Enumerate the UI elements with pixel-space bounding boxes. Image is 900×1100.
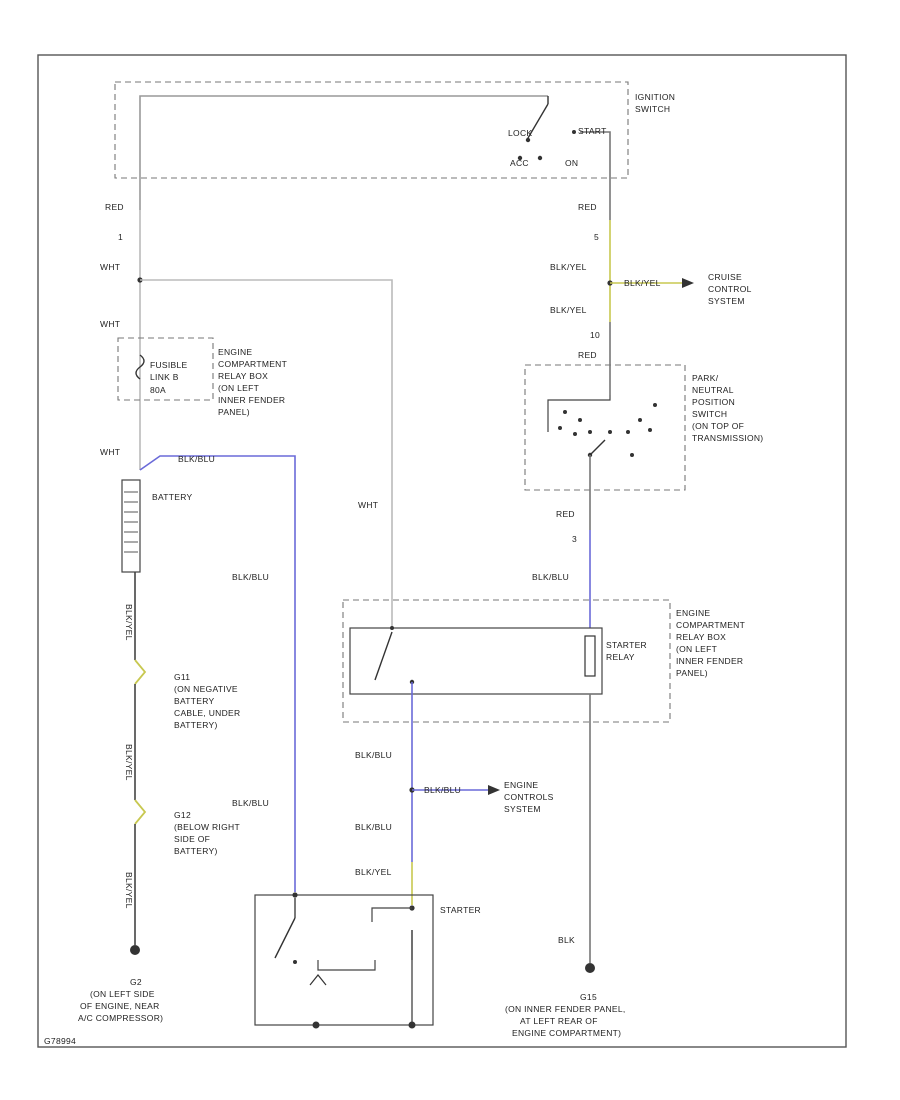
starter-relay-line2: RELAY bbox=[606, 652, 635, 662]
wire-label-blk-blu-s2: BLK/BLU bbox=[424, 785, 461, 795]
ecrb-top-line3: RELAY BOX bbox=[218, 371, 268, 381]
ignition-start-label: START bbox=[578, 126, 607, 136]
wire-label-blk-gnd: BLK bbox=[558, 935, 575, 945]
diagram-code: G78994 bbox=[44, 1036, 76, 1046]
pn-line5: (ON TOP OF bbox=[692, 421, 744, 431]
cruise-line3: SYSTEM bbox=[708, 296, 745, 306]
pn-line2: NEUTRAL bbox=[692, 385, 734, 395]
fusible-link: FUSIBLE LINK B 80A ENGINE COMPARTMENT RE… bbox=[117, 337, 287, 417]
starter: STARTER bbox=[254, 892, 481, 1029]
ecrb-top-line1: ENGINE bbox=[218, 347, 252, 357]
wire-label-wht-3: WHT bbox=[100, 447, 120, 457]
pin-label-5: 5 bbox=[594, 232, 599, 242]
pn-line4: SWITCH bbox=[692, 409, 727, 419]
wire-label-blk-ylw-g1: BLK/YEL bbox=[124, 604, 134, 641]
fusible-line3: 80A bbox=[150, 385, 166, 395]
pn-line3: POSITION bbox=[692, 397, 735, 407]
ecrb-mid-line1: ENGINE bbox=[676, 608, 710, 618]
wire-label-blk-blu-left: BLK/BLU bbox=[232, 572, 269, 582]
ecrb-mid-line3: RELAY BOX bbox=[676, 632, 726, 642]
cruise-line1: CRUISE bbox=[708, 272, 742, 282]
wire-label-red-right: RED bbox=[578, 202, 597, 212]
fusible-line1: FUSIBLE bbox=[150, 360, 188, 370]
g15-line1: (ON INNER FENDER PANEL, bbox=[505, 1004, 626, 1014]
wire-label-wht-2: WHT bbox=[100, 319, 120, 329]
g11-line1: (ON NEGATIVE bbox=[174, 684, 238, 694]
ecrb-top-line6: PANEL) bbox=[218, 407, 250, 417]
ignition-lock-label: LOCK bbox=[508, 128, 532, 138]
wire-label-blk-blu-batt: BLK/BLU bbox=[178, 454, 215, 464]
fusible-line2: LINK B bbox=[150, 372, 179, 382]
g12-name: G12 bbox=[174, 810, 191, 820]
wire-label-blk-blu-s3: BLK/BLU bbox=[355, 822, 392, 832]
wire-label-blk-blu-pn: BLK/BLU bbox=[532, 572, 569, 582]
starter-relay: STARTER RELAY ENGINE COMPARTMENT RELAY B… bbox=[342, 500, 745, 723]
ignition-switch: LOCK START ACC ON IGNITION SWITCH bbox=[114, 81, 675, 210]
wire-label-blk-blu-s4: BLK/BLU bbox=[232, 798, 269, 808]
wire-label-blk-yel-s: BLK/YEL bbox=[355, 867, 392, 877]
pn-line6: TRANSMISSION) bbox=[692, 433, 763, 443]
wire-label-wht-mid: WHT bbox=[358, 500, 378, 510]
g2-name: G2 bbox=[130, 977, 142, 987]
relay-ground: BLK G15 (ON INNER FENDER PANEL, AT LEFT … bbox=[505, 694, 626, 1038]
right-chain: RED 5 BLK/YEL BLK/YEL BLK/YEL 10 RED CRU… bbox=[550, 178, 752, 395]
ground-chain: BLK/YEL BLK/YEL BLK/YEL G11 (ON NEGATIVE… bbox=[78, 572, 240, 1023]
starter-label: STARTER bbox=[440, 905, 481, 915]
g2-line1: (ON LEFT SIDE bbox=[90, 989, 155, 999]
engine-controls-line2: CONTROLS bbox=[504, 792, 554, 802]
g12-line3: BATTERY) bbox=[174, 846, 218, 856]
ignition-acc-label: ACC bbox=[510, 158, 529, 168]
g2-line3: A/C COMPRESSOR) bbox=[78, 1013, 163, 1023]
cruise-line2: CONTROL bbox=[708, 284, 752, 294]
g11-line3: CABLE, UNDER bbox=[174, 708, 240, 718]
g15-line3: ENGINE COMPARTMENT) bbox=[512, 1028, 621, 1038]
g11-name: G11 bbox=[174, 672, 190, 682]
g12-line2: SIDE OF bbox=[174, 834, 210, 844]
battery: BATTERY BLK/BLU BLK/BLU bbox=[121, 454, 296, 892]
wire-label-red-lower: RED bbox=[556, 509, 575, 519]
ecrb-top-line2: COMPARTMENT bbox=[218, 359, 287, 369]
g12-line1: (BELOW RIGHT bbox=[174, 822, 240, 832]
g15-name: G15 bbox=[580, 992, 597, 1002]
ignition-on-label: ON bbox=[565, 158, 578, 168]
pin-label-3: 3 bbox=[572, 534, 577, 544]
wire-label-blk-yel-1: BLK/YEL bbox=[550, 262, 587, 272]
ecrb-mid-line2: COMPARTMENT bbox=[676, 620, 745, 630]
engine-controls-line1: ENGINE bbox=[504, 780, 538, 790]
ecrb-mid-line6: PANEL) bbox=[676, 668, 708, 678]
ecrb-top-line5: INNER FENDER bbox=[218, 395, 285, 405]
wire-label-red-left: RED bbox=[105, 202, 124, 212]
pin-label-1: 1 bbox=[118, 232, 123, 242]
battery-label: BATTERY bbox=[152, 492, 193, 502]
diagram-frame bbox=[37, 54, 847, 1048]
wire-label-blk-yel-2: BLK/YEL bbox=[550, 305, 587, 315]
ignition-title-line1: IGNITION bbox=[635, 92, 675, 102]
g11-line4: BATTERY) bbox=[174, 720, 218, 730]
g15-line2: AT LEFT REAR OF bbox=[520, 1016, 598, 1026]
park-neutral-switch: PARK/ NEUTRAL POSITION SWITCH (ON TOP OF… bbox=[524, 364, 763, 628]
wire-label-red-pn: RED bbox=[578, 350, 597, 360]
left-feed-wire: RED 1 WHT WHT WHT bbox=[100, 202, 393, 628]
wire-label-blk-yel-cruise: BLK/YEL bbox=[624, 278, 661, 288]
ecrb-mid-line5: INNER FENDER bbox=[676, 656, 743, 666]
starter-relay-line1: STARTER bbox=[606, 640, 647, 650]
wire-label-blk-blu-s1: BLK/BLU bbox=[355, 750, 392, 760]
pin-label-10: 10 bbox=[590, 330, 600, 340]
g11-line2: BATTERY bbox=[174, 696, 215, 706]
g2-line2: OF ENGINE, NEAR bbox=[80, 1001, 160, 1011]
wire-label-blk-ylw-g2: BLK/YEL bbox=[124, 744, 134, 781]
wire-label-blk-ylw-g3: BLK/YEL bbox=[124, 872, 134, 909]
relay-to-starter-wire: BLK/BLU BLK/BLU BLK/BLU BLK/YEL BLK/BLU … bbox=[232, 682, 554, 905]
wire-label-wht-1: WHT bbox=[100, 262, 120, 272]
ecrb-mid-line4: (ON LEFT bbox=[676, 644, 717, 654]
engine-controls-line3: SYSTEM bbox=[504, 804, 541, 814]
pn-line1: PARK/ bbox=[692, 373, 719, 383]
ignition-title-line2: SWITCH bbox=[635, 104, 670, 114]
ecrb-top-line4: (ON LEFT bbox=[218, 383, 259, 393]
